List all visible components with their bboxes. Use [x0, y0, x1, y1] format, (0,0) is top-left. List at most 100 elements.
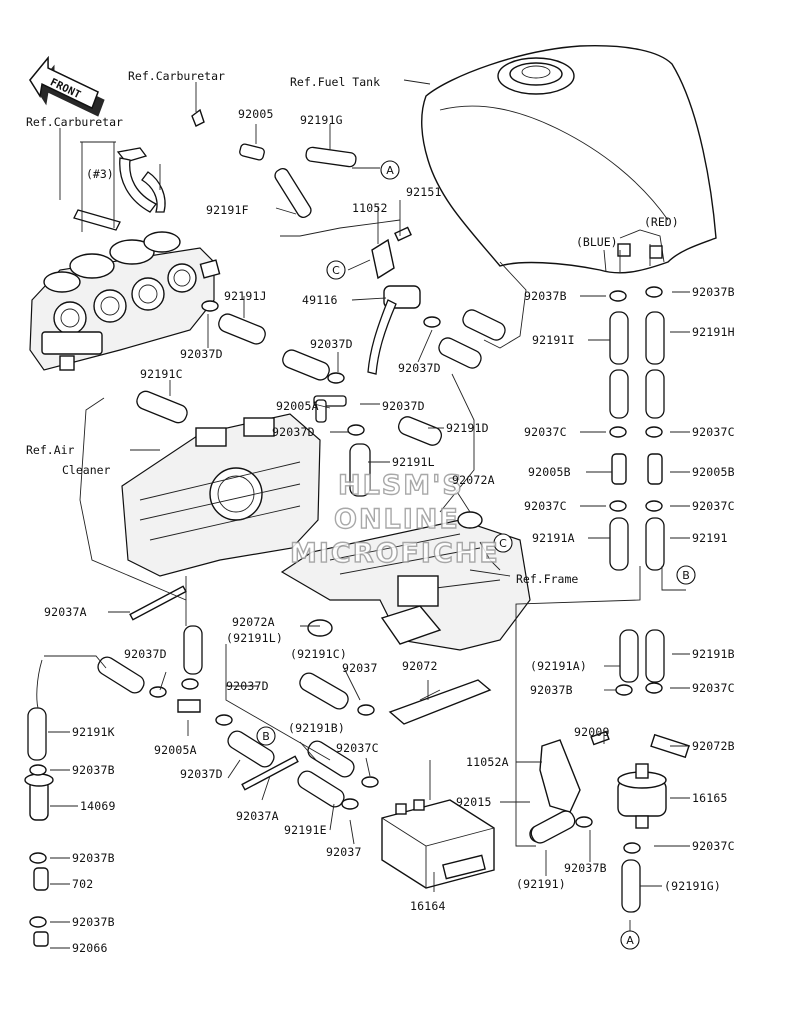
part-labels: 92005 92191G 92151 11052 92191F 49116 92… — [44, 107, 735, 955]
part-92037D-6: 92037D — [124, 647, 167, 661]
leader-lines — [36, 79, 690, 949]
part-92191D: 92191D — [446, 421, 489, 435]
svg-text:ONLINE: ONLINE — [334, 504, 460, 535]
ref-fuel-tank: Ref.Fuel Tank — [290, 75, 380, 89]
part-92037B-4: 92037B — [530, 683, 573, 697]
ref-carburetor-left: Ref.Carburetar — [26, 115, 123, 129]
front-arrow-icon: FRONT — [29, 56, 105, 117]
part-92009: 92009 — [574, 725, 610, 739]
part-92005A-1: 92005A — [276, 399, 319, 413]
part-92151: 92151 — [406, 185, 442, 199]
reference-labels: Ref.Carburetar Ref.Carburetar (#3) Ref.F… — [26, 69, 679, 586]
connector-A-bottom: A — [620, 930, 640, 950]
part-14069: 14069 — [80, 799, 116, 813]
part-92191B: 92191B — [692, 647, 735, 661]
part-92072: 92072 — [402, 659, 438, 673]
part-92191A-paren: (92191A) — [530, 659, 587, 673]
hoses-right — [530, 311, 665, 913]
connector-A-top: A — [380, 160, 400, 180]
part-702: 702 — [72, 877, 93, 891]
part-92191C-paren: (92191C) — [290, 647, 347, 661]
part-92191G-paren: (92191G) — [664, 879, 721, 893]
part-92037C-1: 92037C — [336, 741, 379, 755]
part-11052A: 11052A — [466, 755, 509, 769]
part-92191C: 92191C — [140, 367, 183, 381]
connector-markers: A C C B B A — [256, 160, 696, 950]
svg-text:HLSM'S: HLSM'S — [338, 470, 464, 501]
part-92037C-right-4: 92037C — [692, 839, 735, 853]
label-blue: (BLUE) — [576, 235, 618, 249]
part-92191B-paren: (92191B) — [288, 721, 345, 735]
part-92191L-paren: (92191L) — [226, 631, 283, 645]
part-92037B-left: 92037B — [524, 289, 567, 303]
part-92191: 92191 — [692, 531, 728, 545]
part-92037B-5: 92037B — [564, 861, 607, 875]
part-92072A-1: 92072A — [452, 473, 495, 487]
svg-text:MICROFICHE: MICROFICHE — [290, 538, 500, 569]
part-92037C-left-2: 92037C — [524, 499, 567, 513]
part-16165: 16165 — [692, 791, 728, 805]
part-11052: 11052 — [352, 201, 388, 215]
ref-frame: Ref.Frame — [516, 572, 578, 586]
part-49116: 49116 — [302, 293, 338, 307]
part-92191H: 92191H — [692, 325, 735, 339]
part-92037C-right-2: 92037C — [692, 499, 735, 513]
part-92005A-2: 92005A — [154, 743, 197, 757]
part-92037D-4: 92037D — [382, 399, 425, 413]
strap-92072 — [388, 679, 492, 725]
part-92037-2: 92037 — [326, 845, 362, 859]
valve-49116 — [367, 226, 421, 375]
part-92037-1: 92037 — [342, 661, 378, 675]
ref-carburetor-top: Ref.Carburetar — [128, 69, 225, 83]
part-92005: 92005 — [238, 107, 274, 121]
part-92037D-8: 92037D — [180, 767, 223, 781]
part-92191A: 92191A — [532, 531, 575, 545]
carburetor-assembly — [29, 147, 221, 371]
label-red: (RED) — [644, 215, 679, 229]
svg-text:A: A — [386, 164, 394, 177]
connector-B-right: B — [676, 565, 696, 585]
part-92072B: 92072B — [692, 739, 735, 753]
part-92191K: 92191K — [72, 725, 115, 739]
ref-air-cleaner-2: Cleaner — [62, 463, 111, 477]
part-92191G: 92191G — [300, 113, 343, 127]
canister-16164 — [381, 799, 495, 889]
svg-text:A: A — [626, 934, 634, 947]
part-92191J: 92191J — [224, 289, 267, 303]
part-92005B-right: 92005B — [692, 465, 735, 479]
part-92037B-1: 92037B — [72, 763, 115, 777]
part-92191F: 92191F — [206, 203, 249, 217]
part-92072A-2: 92072A — [232, 615, 275, 629]
part-92066: 92066 — [72, 941, 108, 955]
hose-clamps — [29, 286, 663, 928]
svg-text:C: C — [499, 537, 507, 550]
part-92037A-2: 92037A — [236, 809, 279, 823]
part-92037D-2: 92037D — [310, 337, 353, 351]
part-16164: 16164 — [410, 899, 446, 913]
fuel-tank — [421, 44, 717, 274]
hoses-upper — [136, 108, 506, 497]
part-92005B-left: 92005B — [528, 465, 571, 479]
svg-text:B: B — [682, 569, 690, 582]
connector-C-top: C — [326, 260, 346, 280]
part-92037C-right-3: 92037C — [692, 681, 735, 695]
part-92037B-2: 92037B — [72, 851, 115, 865]
part-92037D-7: 92037D — [226, 679, 269, 693]
part-92037D-3: 92037D — [398, 361, 441, 375]
part-92037B-right: 92037B — [692, 285, 735, 299]
frame-section — [280, 519, 531, 651]
part-92191E: 92191E — [284, 823, 327, 837]
part-92191-paren: (92191) — [516, 877, 566, 891]
connector-C-frame: C — [493, 533, 513, 553]
part-92191I: 92191I — [532, 333, 575, 347]
svg-text:B: B — [262, 730, 270, 743]
part-92037A-1: 92037A — [44, 605, 87, 619]
svg-text:C: C — [332, 264, 340, 277]
part-92015: 92015 — [456, 795, 492, 809]
part-92037D-1: 92037D — [180, 347, 223, 361]
ref-air-cleaner-1: Ref.Air — [26, 443, 75, 457]
connector-B-lower: B — [256, 726, 276, 746]
watermark: HLSM'S ONLINE MICROFICHE — [289, 469, 500, 569]
part-92191L: 92191L — [392, 455, 435, 469]
